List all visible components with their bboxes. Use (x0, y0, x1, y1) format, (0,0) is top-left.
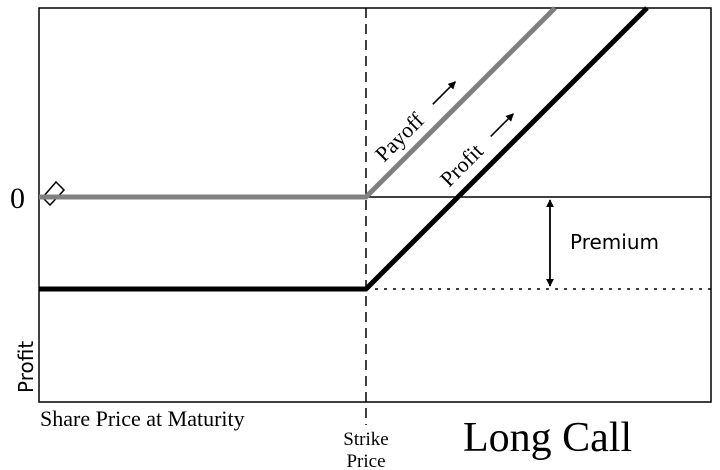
y-axis-label: Profit (14, 341, 38, 393)
profit-line-label: Profit (435, 138, 488, 191)
diagram-title: Long Call (463, 415, 632, 461)
axis-break-mark (42, 180, 66, 207)
zero-label: 0 (10, 182, 25, 215)
profit-line (39, 6, 649, 292)
payoff-arrow-icon (432, 81, 456, 105)
payoff-line (39, 6, 557, 200)
plot-frame (38, 7, 712, 403)
premium-label: Premium (570, 230, 659, 254)
strike-label-line2: Price (346, 451, 385, 470)
profit-arrow-icon (490, 113, 514, 137)
payoff-label: Payoff (370, 107, 429, 166)
strike-label-line1: Strike (343, 429, 388, 450)
payoff-label-group: Payoff (370, 81, 456, 167)
x-axis-label: Share Price at Maturity (40, 406, 245, 431)
